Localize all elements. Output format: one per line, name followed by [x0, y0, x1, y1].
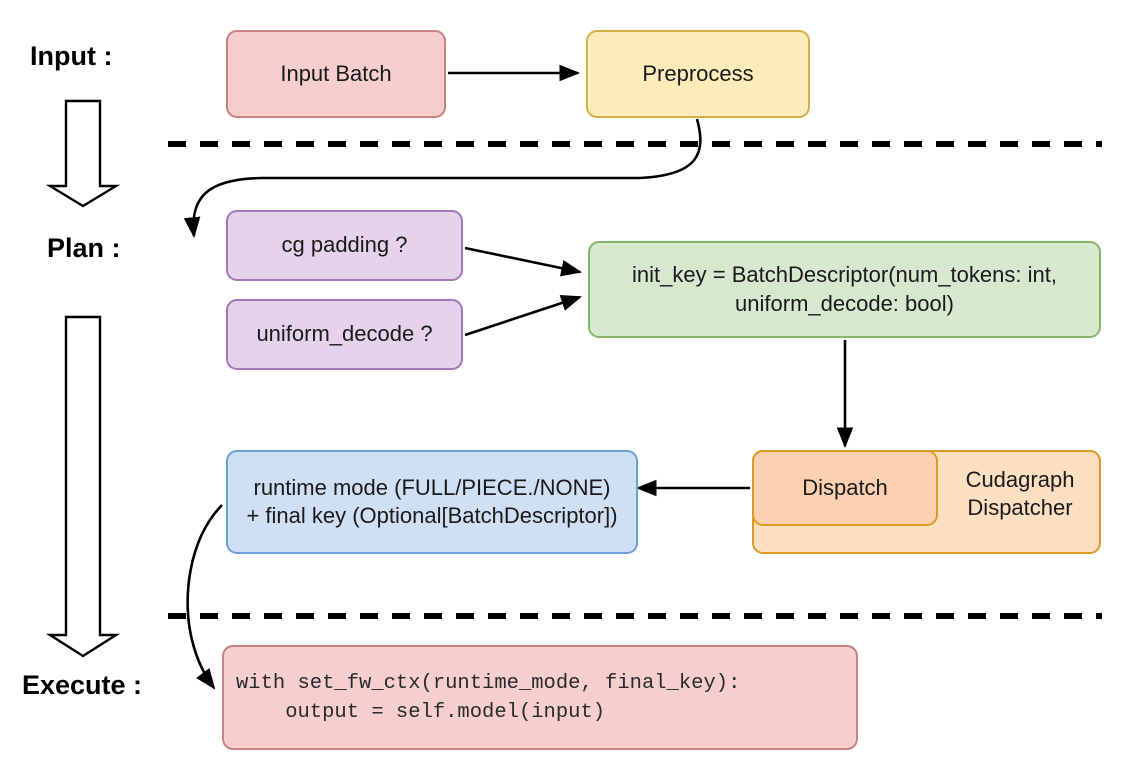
- stage-label-execute: Execute :: [22, 670, 143, 700]
- execute-code-line-2: output = self.model(input): [236, 701, 606, 725]
- edge-preprocess-to-cg-padding: [183, 118, 702, 239]
- node-runtime-mode[interactable]: runtime mode (FULL/PIECE./NONE) + final …: [226, 450, 638, 554]
- node-execute-code[interactable]: with set_fw_ctx(runtime_mode, final_key)…: [222, 645, 858, 750]
- execute-code-line-1: with set_fw_ctx(runtime_mode, final_key)…: [236, 672, 741, 695]
- node-init-key-line-2: uniform_decode: bool): [735, 290, 954, 316]
- node-uniform-decode[interactable]: uniform_decode ?: [226, 299, 463, 370]
- node-preprocess[interactable]: Preprocess: [586, 30, 810, 118]
- edge-cg-padding-to-init-key: [464, 246, 583, 277]
- stage-arrow-plan-to-execute: [45, 315, 121, 658]
- edge-runtime-mode-to-execute-code: [186, 504, 223, 690]
- node-init-key[interactable]: init_key = BatchDescriptor(num_tokens: i…: [588, 241, 1101, 338]
- node-runtime-mode-line-2: + final key (Optional[BatchDescriptor]): [246, 503, 618, 528]
- node-init-key-line-1: init_key = BatchDescriptor(num_tokens: i…: [632, 262, 1057, 288]
- node-input-batch[interactable]: Input Batch: [226, 30, 446, 118]
- node-cudagraph-dispatcher-label: Cudagraph Dispatcher: [965, 467, 1075, 521]
- stage-label-plan: Plan :: [47, 233, 121, 263]
- node-runtime-mode-line-1: runtime mode (FULL/PIECE./NONE): [253, 474, 611, 500]
- stage-label-input: Input :: [30, 41, 113, 71]
- stage-arrow-input-to-plan: [45, 99, 121, 208]
- edge-uniform-decode-to-init-key: [464, 294, 582, 337]
- node-cg-padding[interactable]: cg padding ?: [226, 210, 463, 281]
- node-dispatch[interactable]: Dispatch: [752, 450, 938, 526]
